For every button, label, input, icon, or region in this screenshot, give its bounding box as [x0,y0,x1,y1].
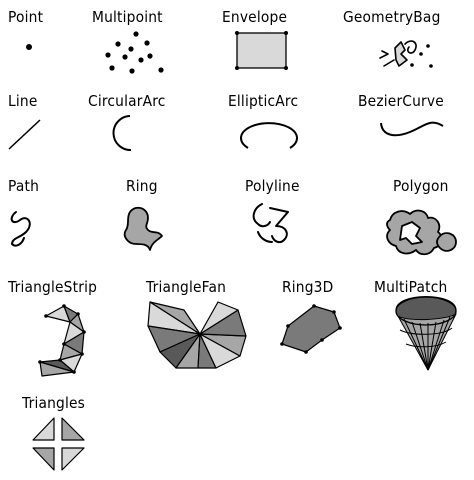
ring-shape [123,206,163,251]
triangles-shape [32,417,85,471]
label-multipoint: Multipoint [92,8,163,26]
label-triangles: Triangles [22,394,86,412]
label-line: Line [8,92,38,110]
label-beziercurve: BezierCurve [358,92,444,110]
polygon-shape [386,209,457,256]
multipoint-shape [105,31,164,74]
label-trianglestrip: TriangleStrip [8,278,98,296]
label-multipatch: MultiPatch [374,278,448,296]
multipatch-shape [395,296,457,371]
trianglefan-shape [147,301,247,369]
circulararc-shape [112,115,132,152]
label-ellipticarc: EllipticArc [228,92,299,110]
polyline-shape [252,203,289,244]
label-geometrybag: GeometryBag [343,8,441,26]
ellipticarc-shape [240,122,298,149]
point-shape [26,44,32,50]
label-ring3d: Ring3D [282,278,334,296]
label-trianglefan: TriangleFan [146,278,227,296]
label-path: Path [8,177,40,195]
envelope-shape [235,31,288,70]
ring3d-shape [280,304,342,354]
label-polygon: Polygon [393,177,449,195]
geometrybag-shape [379,40,433,68]
trianglestrip-shape [38,304,86,377]
beziercurve-shape [380,121,444,137]
label-point: Point [8,8,44,26]
label-polyline: Polyline [245,177,300,195]
label-envelope: Envelope [222,8,288,26]
line-shape [8,119,41,150]
label-ring: Ring [126,177,158,195]
path-shape [10,211,31,247]
label-circulararc: CircularArc [88,92,166,110]
